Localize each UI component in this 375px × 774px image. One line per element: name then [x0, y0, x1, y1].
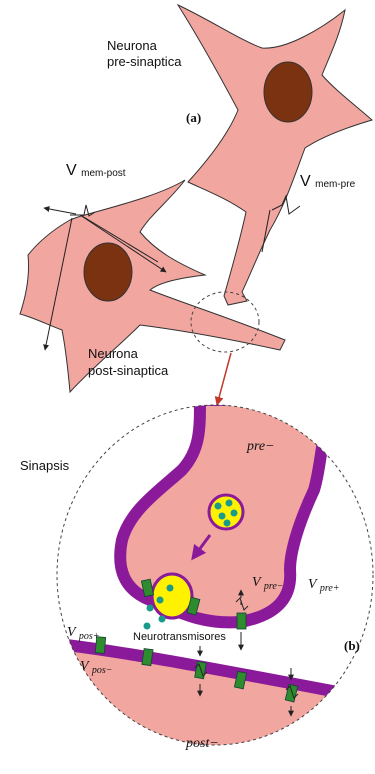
spike-trace-post	[70, 205, 95, 216]
zoom-arrow	[217, 353, 231, 405]
v-pos-minus-main: V	[80, 659, 90, 674]
v-mem-pre-sub: mem-pre	[315, 179, 355, 190]
v-pos-minus-sub: pos−	[91, 665, 113, 676]
panel-b-label: (b)	[344, 638, 360, 653]
v-pos-plus-label: V pos+	[67, 625, 99, 642]
v-mem-pre-main: V	[300, 173, 311, 190]
post-neuron-label-line2: post-sinaptica	[88, 363, 169, 378]
post-neuron-label-line1: Neurona	[88, 346, 139, 361]
v-pre-plus-sub: pre+	[319, 583, 340, 594]
post-minus-label: post−	[185, 736, 219, 751]
pre-minus-label: pre−	[246, 439, 275, 454]
v-pos-plus-sub: pos+	[78, 631, 100, 642]
v-pre-plus-main: V	[308, 577, 318, 592]
panel-a-label: (a)	[186, 110, 201, 125]
v-pos-plus-main: V	[67, 625, 77, 640]
pre-neuron-label-line1: Neurona	[107, 38, 158, 53]
v-mem-pre-label: V mem-pre	[300, 173, 356, 190]
v-mem-post-sub: mem-post	[81, 168, 126, 179]
v-pre-minus-sub: pre−	[263, 581, 284, 592]
v-pre-minus-main: V	[252, 575, 262, 590]
sinapsis-label: Sinapsis	[20, 458, 70, 473]
pre-synaptic-neuron	[178, 5, 372, 305]
pre-neuron-nucleus	[264, 62, 312, 122]
v-pre-plus-label: V pre+	[308, 577, 340, 594]
vesicle-fusing	[152, 574, 192, 618]
pre-neuron-label-line2: pre-sinaptica	[107, 54, 182, 69]
pre-neuron-body	[178, 5, 372, 305]
post-neuron-nucleus	[84, 243, 132, 301]
v-mem-post-label: V mem-post	[66, 162, 126, 179]
neurotransmisores-label: Neurotransmisores	[133, 631, 226, 643]
v-mem-post-main: V	[66, 162, 77, 179]
